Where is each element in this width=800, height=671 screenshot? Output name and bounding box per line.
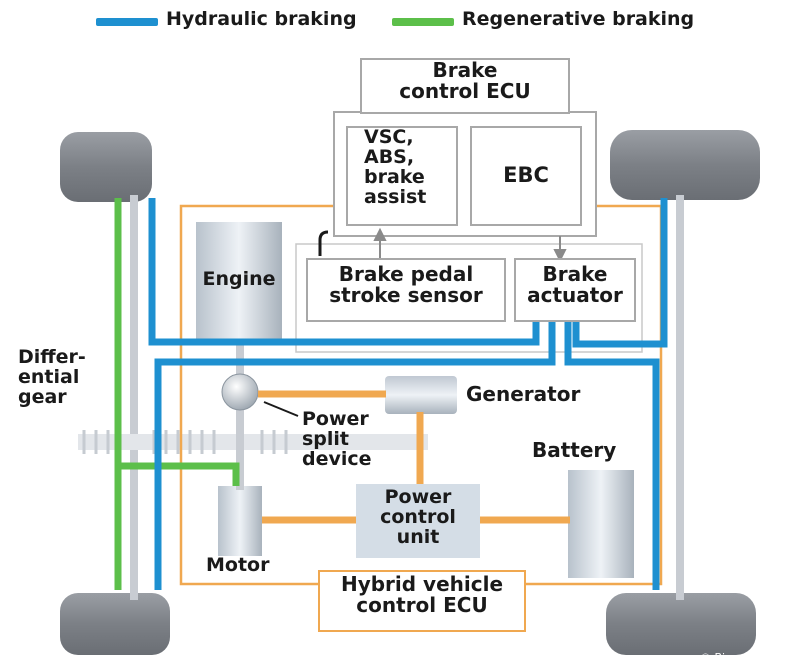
battery-label: Battery xyxy=(532,438,617,462)
brake-actuator-label: Brake actuator xyxy=(527,262,623,307)
brake-ecu-label: Brake control ECU xyxy=(399,58,531,103)
pedal-sensor-box xyxy=(306,258,506,322)
power-split-label: Power split device xyxy=(302,408,372,470)
brake-actuator-box xyxy=(514,258,636,322)
generator-label: Generator xyxy=(466,382,581,406)
pcu-label: Power control unit xyxy=(380,486,456,548)
hv-ecu-box xyxy=(318,570,526,632)
brake-system-frame xyxy=(295,243,643,353)
battery-unit xyxy=(568,470,634,578)
ebc-label: EBC xyxy=(503,163,549,187)
differential-label: Differ- ential gear xyxy=(18,346,86,408)
brake-ecu-title-box xyxy=(360,58,570,114)
vsc-box xyxy=(346,126,458,226)
pcu-block xyxy=(356,484,480,558)
watermark: © Bi xyxy=(700,651,726,664)
right-axle-shaft xyxy=(676,195,684,600)
regenerative-legend-label: Regenerative braking xyxy=(462,8,695,30)
power-split-sphere xyxy=(221,373,259,411)
hydraulic-legend-label: Hydraulic braking xyxy=(166,8,357,30)
power-split-shaft xyxy=(236,340,244,490)
power-lines xyxy=(258,390,570,524)
front-right-tire xyxy=(610,130,760,200)
hydraulic-lines xyxy=(148,198,668,590)
vsc-label: VSC, ABS, brake assist xyxy=(364,126,427,208)
power-split-pointer xyxy=(263,401,299,417)
hydraulic-legend-swatch xyxy=(96,18,158,26)
engine-label: Engine xyxy=(202,268,276,290)
left-axle-shaft xyxy=(130,195,138,600)
pedal-sensor-hook xyxy=(318,230,329,256)
motor-label: Motor xyxy=(206,554,270,576)
rear-left-tire xyxy=(60,593,170,655)
signal-arrows xyxy=(373,227,567,263)
hv-ecu-label: Hybrid vehicle control ECU xyxy=(340,572,504,617)
front-left-tire xyxy=(60,132,152,202)
pedal-sensor-label: Brake pedal stroke sensor xyxy=(329,262,483,307)
rear-right-tire xyxy=(606,593,756,655)
regenerative-legend-swatch xyxy=(392,18,454,26)
ebc-box xyxy=(470,126,582,226)
generator-unit xyxy=(385,376,457,414)
differential-gear-teeth xyxy=(82,430,288,454)
engine-block xyxy=(196,222,282,342)
differential-shaft xyxy=(78,434,428,450)
motor-unit xyxy=(218,486,262,556)
